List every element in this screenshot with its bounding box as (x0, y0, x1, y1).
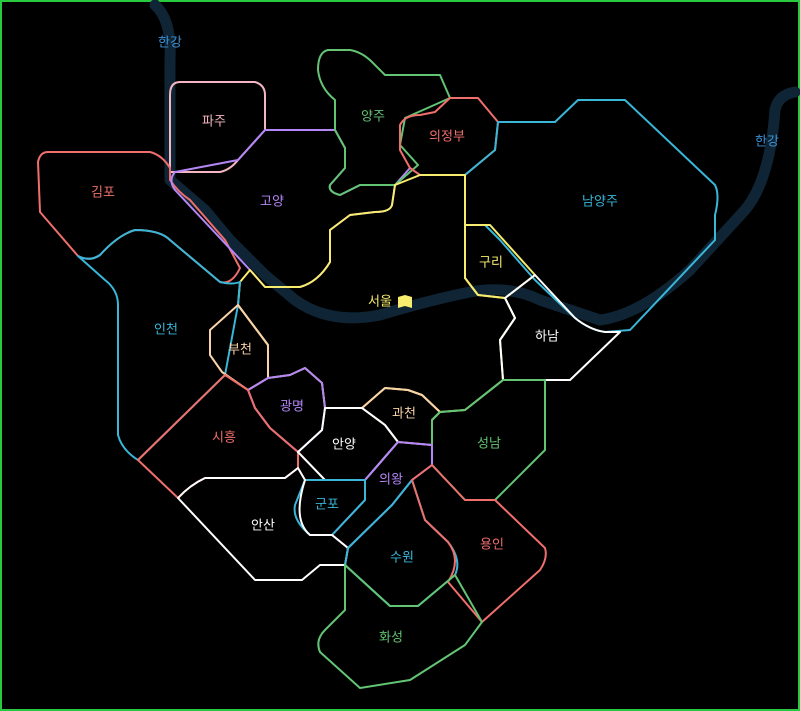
label-hwaseong[interactable]: 화성 (379, 631, 403, 646)
label-paju[interactable]: 파주 (202, 115, 226, 130)
label-yongin[interactable]: 용인 (480, 538, 504, 553)
label-uiwang[interactable]: 의왕 (379, 473, 403, 488)
label-namyangju[interactable]: 남양주 (582, 195, 618, 210)
river-han (149, 0, 800, 326)
region-yangju[interactable] (317, 49, 451, 196)
label-guri[interactable]: 구리 (479, 256, 503, 271)
region-gunpo[interactable] (293, 479, 366, 536)
label-ansan[interactable]: 안산 (251, 519, 275, 534)
label-seoul[interactable]: 서울 (368, 295, 392, 310)
river-label-east: 한강 (755, 135, 779, 150)
region-paju[interactable] (169, 81, 266, 173)
label-bucheon[interactable]: 부천 (228, 343, 252, 358)
label-hanam[interactable]: 하남 (535, 330, 559, 345)
label-uijeongbu[interactable]: 의정부 (429, 130, 465, 145)
region-hanam[interactable] (499, 274, 621, 381)
label-seongnam[interactable]: 성남 (477, 437, 501, 452)
label-gunpo[interactable]: 군포 (315, 498, 339, 513)
label-gwacheon[interactable]: 과천 (392, 407, 416, 422)
region-incheon[interactable] (77, 229, 241, 461)
region-yongin[interactable] (411, 464, 547, 623)
label-gwangmyeong[interactable]: 광명 (280, 400, 304, 415)
label-goyang[interactable]: 고양 (260, 195, 284, 210)
label-incheon[interactable]: 인천 (154, 323, 178, 338)
label-suwon[interactable]: 수원 (390, 551, 414, 566)
label-siheung[interactable]: 시흥 (212, 431, 236, 446)
region-hwaseong[interactable] (317, 564, 483, 689)
flag-icon (398, 295, 412, 308)
label-gimpo[interactable]: 김포 (91, 186, 115, 201)
river-label-west: 한강 (158, 36, 182, 51)
label-yangju[interactable]: 양주 (361, 110, 385, 125)
label-anyang[interactable]: 안양 (332, 438, 356, 453)
